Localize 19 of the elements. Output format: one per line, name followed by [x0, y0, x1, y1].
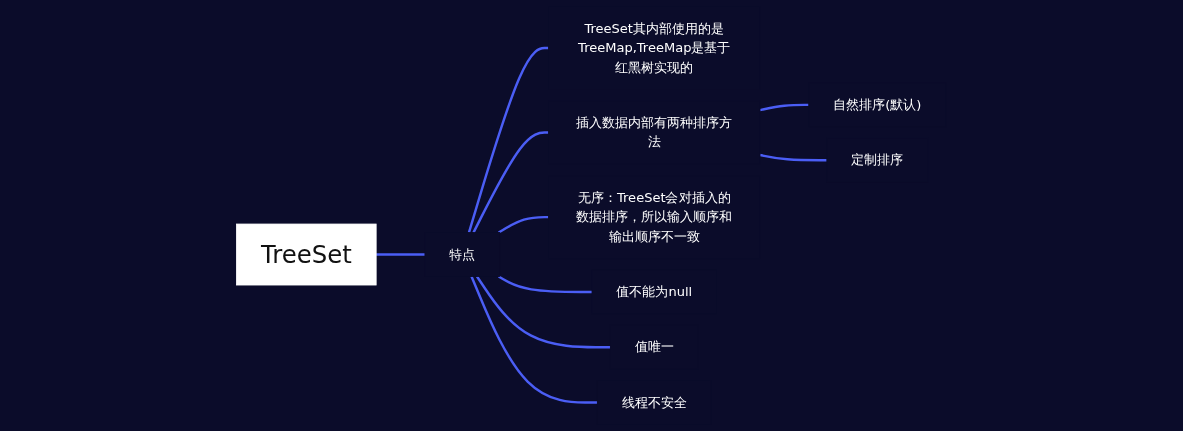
- node-text: 值不能为null: [616, 283, 693, 300]
- connector: [760, 153, 828, 162]
- node-text: 线程不安全: [622, 394, 688, 410]
- connector: [760, 103, 810, 112]
- connector: [498, 215, 549, 234]
- node-text: 无序：TreeSet会对插入的数据排序，所以输入顺序和输出顺序不一致: [576, 189, 733, 244]
- connector: [476, 275, 611, 349]
- node-text: 自然排序(默认): [833, 96, 922, 113]
- node-box: TreeSet: [236, 223, 377, 286]
- node-text: 定制排序: [851, 152, 904, 168]
- connector: [470, 276, 598, 404]
- node-text: TreeSet其内部使用的是TreeMap,TreeMap是基于红黑树实现的: [578, 20, 731, 75]
- connector: [498, 275, 593, 294]
- connector: [472, 131, 549, 234]
- connector: [376, 253, 426, 256]
- connector: [468, 46, 549, 233]
- node-text: 插入数据内部有两种排序方法: [576, 114, 733, 150]
- node-text: 值唯一: [635, 339, 675, 355]
- node-text: 特点: [449, 246, 476, 262]
